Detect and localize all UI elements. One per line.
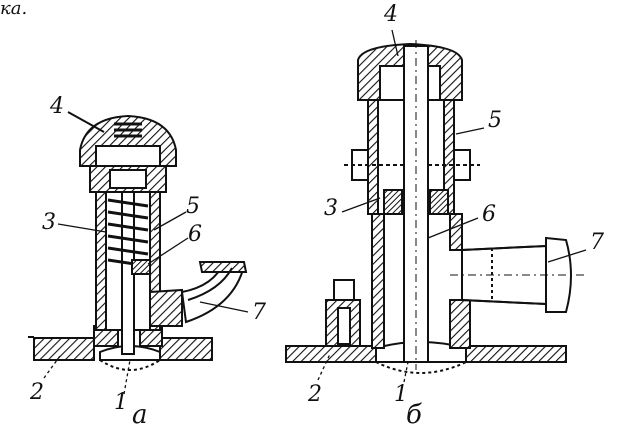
callout-a-1: 1 [114,390,128,415]
leader-b-5 [455,127,485,135]
callout-a-3: 3 [42,210,56,235]
callout-b-2: 2 [308,382,322,407]
callout-b-1: 1 [394,382,408,407]
leader-a-2 [43,355,61,379]
callout-a-6: 6 [188,222,202,247]
leader-a-6 [147,237,189,265]
callout-b-4: 4 [384,2,398,27]
leader-b-6 [427,217,479,239]
drawing-a-spring [107,198,149,268]
leader-a-7 [199,301,249,313]
leader-a-5 [153,211,187,231]
drawing-b-body-left-wall [371,213,385,349]
leader-b-7 [547,249,587,263]
leader-a-1 [123,359,131,395]
leader-a-4 [67,111,105,133]
callout-b-5: 5 [488,108,502,133]
drawing-a-seat [131,259,151,275]
drawing-a-valve [28,111,249,395]
drawing-b-seal [383,189,403,215]
leader-b-3 [341,197,381,213]
callout-b-6: 6 [482,202,496,227]
callout-a-5: 5 [186,194,200,219]
drawing-a-body-right-wall [149,189,161,301]
drawing-b-body-right-wall [449,213,463,251]
drawing-a-base-plate [33,337,95,361]
top-text-fragment: ка. [0,0,28,19]
callout-b-7: 7 [590,230,604,255]
drawing-b-base-plate [285,345,377,363]
callout-b-3: 3 [324,196,338,221]
callout-a-2: 2 [30,380,44,405]
drawing-a-body-left-wall [95,189,107,331]
caption-b: б [406,400,422,430]
drawing-b-valve [285,29,587,383]
callout-a-7: 7 [252,300,266,325]
callout-a-4: 4 [50,94,64,119]
leader-a-3 [57,223,107,233]
leader-b-2 [317,353,331,381]
caption-a: а [132,400,148,430]
drawing-a-outlet-tube [149,288,183,327]
leader-b-4 [391,29,399,57]
